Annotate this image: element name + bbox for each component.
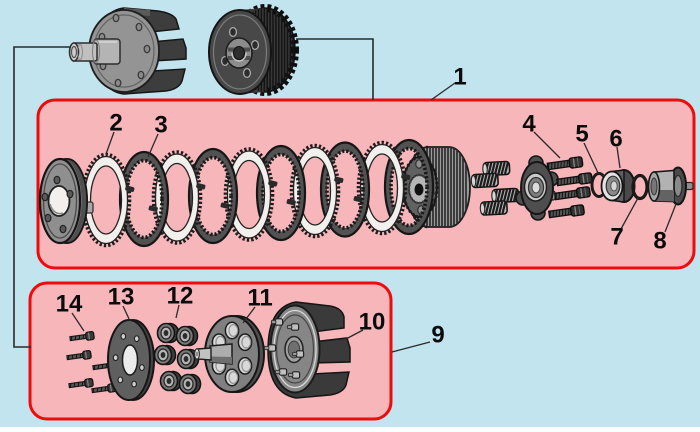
svg-text:7: 7 (610, 224, 623, 251)
svg-text:5: 5 (575, 121, 588, 148)
svg-text:6: 6 (609, 126, 622, 153)
svg-text:13: 13 (108, 284, 135, 311)
svg-text:1: 1 (453, 64, 466, 91)
svg-text:4: 4 (522, 111, 536, 138)
svg-text:14: 14 (56, 291, 83, 318)
svg-text:11: 11 (247, 285, 272, 312)
svg-text:8: 8 (653, 228, 666, 255)
svg-text:12: 12 (167, 283, 194, 310)
svg-text:9: 9 (431, 322, 444, 349)
svg-text:10: 10 (359, 309, 386, 336)
svg-text:2: 2 (109, 110, 122, 137)
svg-text:3: 3 (154, 112, 167, 139)
